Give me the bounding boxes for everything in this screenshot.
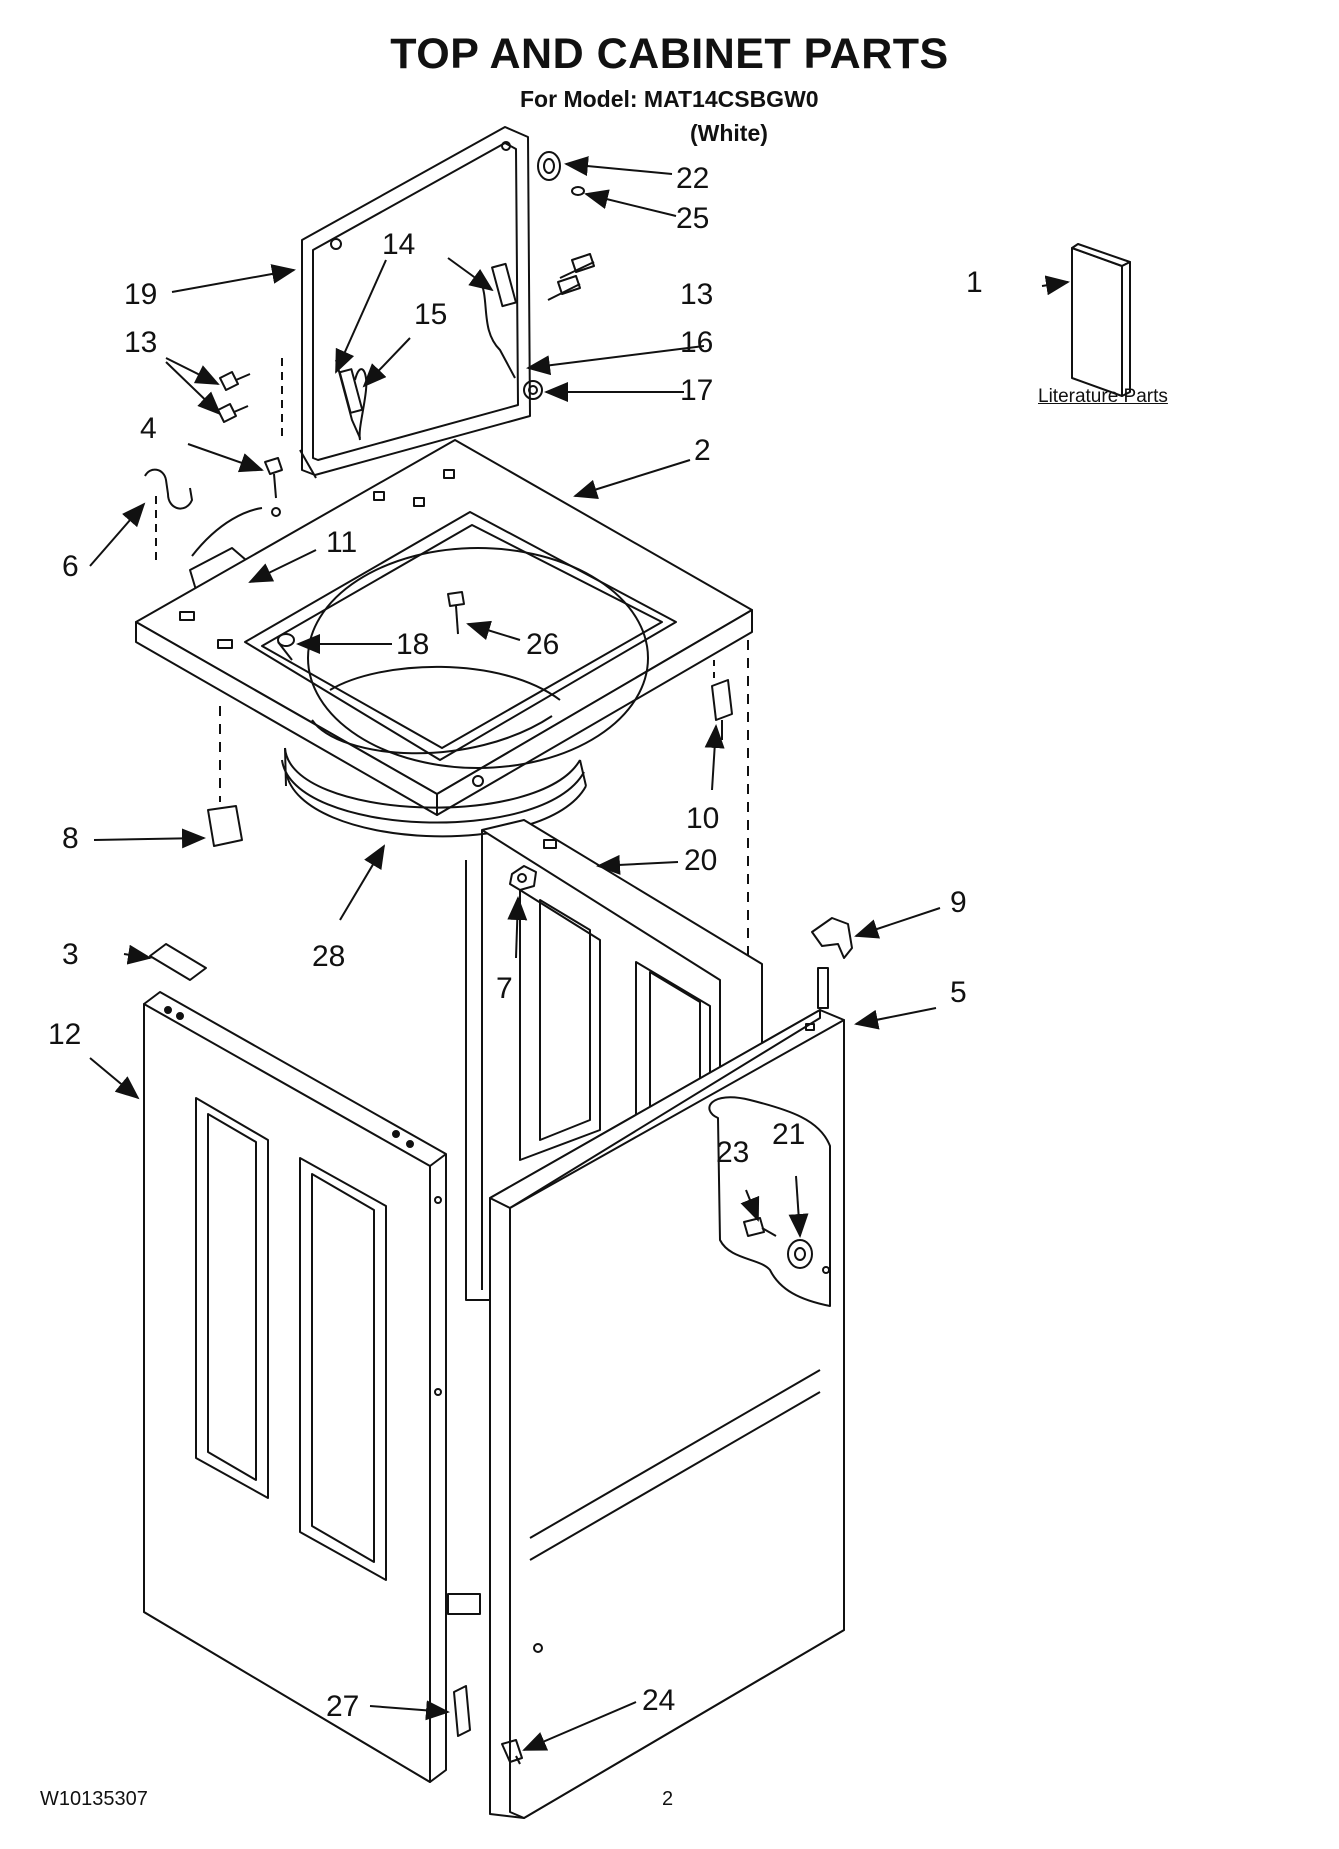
callout-17: 17 <box>680 374 714 407</box>
callout-28: 28 <box>312 940 346 973</box>
callout-1: 1 <box>966 266 983 299</box>
callout-23: 23 <box>716 1136 750 1169</box>
callout-26: 26 <box>526 628 560 661</box>
callout-25: 25 <box>676 202 710 235</box>
left-side-panel <box>143 991 447 1783</box>
grommet-part <box>537 151 585 196</box>
callout-7: 7 <box>496 972 513 1005</box>
callout-22: 22 <box>676 162 710 195</box>
callout-8: 8 <box>62 822 79 855</box>
callout-19: 19 <box>124 278 158 311</box>
callout-6: 6 <box>62 550 79 583</box>
callout-20: 20 <box>684 844 718 877</box>
callout-5: 5 <box>950 976 967 1009</box>
callout-12: 12 <box>48 1018 82 1051</box>
top-panel-part <box>135 439 753 816</box>
color-line: (White) <box>690 120 768 146</box>
callout-14: 14 <box>382 228 416 261</box>
callout-13-right: 13 <box>680 278 714 311</box>
callout-13-left: 13 <box>124 326 158 359</box>
callout-10: 10 <box>686 802 720 835</box>
wire-clip-part <box>144 468 193 560</box>
lid-part <box>299 126 531 479</box>
lid-screws-left <box>217 358 283 517</box>
document-number: W10135307 <box>40 1788 148 1810</box>
bracket-part-10 <box>711 640 749 960</box>
callout-11: 11 <box>326 526 358 559</box>
bottom-clip-part <box>453 1685 523 1765</box>
cabinet-screws <box>743 1217 813 1269</box>
nut-part <box>509 865 537 891</box>
page-title: TOP AND CABINET PARTS <box>390 30 949 78</box>
lid-screws-right <box>547 253 595 301</box>
literature-part-booklet <box>1071 243 1131 397</box>
leader-lines <box>89 156 1070 1751</box>
callout-9: 9 <box>950 886 967 919</box>
model-line: For Model: MAT14CSBGW0 <box>520 86 819 112</box>
center-screw-part <box>277 591 465 661</box>
clip-part-9 <box>811 917 853 959</box>
callout-18: 18 <box>396 628 430 661</box>
tub-ring-part <box>281 747 587 838</box>
callout-15: 15 <box>414 298 448 331</box>
bracket-part-3 <box>149 943 207 981</box>
literature-parts-label: Literature Parts <box>1038 386 1168 407</box>
hinge-bracket-part <box>207 706 243 847</box>
callout-4: 4 <box>140 412 157 445</box>
callout-3: 3 <box>62 938 79 971</box>
callout-27: 27 <box>326 1690 360 1723</box>
callout-21: 21 <box>772 1118 806 1151</box>
callout-16: 16 <box>680 326 714 359</box>
callout-2: 2 <box>694 434 711 467</box>
page-number: 2 <box>662 1788 674 1810</box>
callout-24: 24 <box>642 1684 676 1717</box>
